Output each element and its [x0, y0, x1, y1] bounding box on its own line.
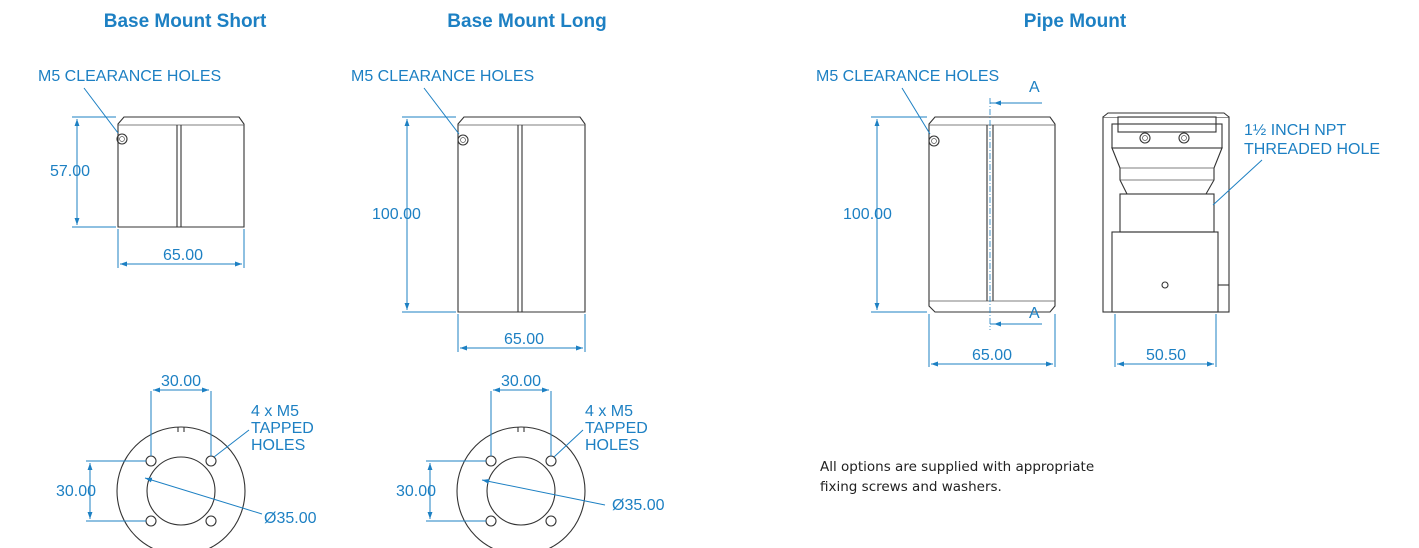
dim-text-short-spacing-h: 30.00: [161, 373, 201, 390]
leader-tapped-long: [553, 429, 584, 458]
section-label-bottom: A: [1029, 305, 1040, 322]
leader-clearance-short: [83, 87, 119, 134]
dim-text-pipe-height: 100.00: [843, 206, 892, 223]
dimension-long-hole-spacing-v: [426, 460, 486, 522]
label-tapped-holes-short-3: HOLES: [251, 437, 305, 454]
dim-text-long-height: 100.00: [372, 206, 421, 223]
dim-text-long-diameter: Ø35.00: [612, 497, 665, 514]
dimension-pipe-width: [928, 314, 1056, 367]
label-clearance-holes-long: M5 CLEARANCE HOLES: [351, 68, 534, 85]
label-tapped-holes-long-3: HOLES: [585, 437, 639, 454]
dimension-long-height: [402, 116, 456, 313]
dim-text-short-height: 57.00: [50, 163, 90, 180]
label-clearance-holes-pipe: M5 CLEARANCE HOLES: [816, 68, 999, 85]
title-base-mount-long: Base Mount Long: [447, 11, 606, 32]
dimension-long-width: [457, 314, 586, 352]
leader-tapped-short: [213, 429, 250, 458]
leader-diameter-short: [144, 477, 263, 515]
leader-npt: [1212, 159, 1263, 206]
label-tapped-holes-short-2: TAPPED: [251, 420, 314, 437]
note-line-2: fixing screws and washers.: [820, 479, 1002, 495]
dimension-pipe-side-width: [1114, 314, 1217, 367]
label-tapped-holes-short-1: 4 x M5: [251, 403, 299, 420]
leader-clearance-long: [423, 87, 460, 135]
dimension-short-hole-spacing-v: [86, 460, 146, 522]
dim-text-short-width: 65.00: [163, 247, 203, 264]
leader-diameter-long: [481, 478, 606, 506]
dimension-pipe-height: [871, 116, 927, 313]
title-pipe-mount: Pipe Mount: [1024, 11, 1127, 32]
base-short-bottom-view: [116, 426, 246, 548]
label-npt-line1: 1½ INCH NPT: [1244, 122, 1346, 139]
pipe-front-view: [928, 98, 1056, 330]
leader-clearance-pipe: [901, 87, 931, 135]
dim-text-short-spacing-v: 30.00: [56, 483, 96, 500]
label-clearance-holes-short: M5 CLEARANCE HOLES: [38, 68, 221, 85]
dimension-short-hole-spacing-h: [150, 387, 212, 456]
dim-text-long-width: 65.00: [504, 331, 544, 348]
dim-text-pipe-side-width: 50.50: [1146, 347, 1186, 364]
dim-text-short-diameter: Ø35.00: [264, 510, 317, 527]
title-base-mount-short: Base Mount Short: [104, 11, 267, 32]
dimension-short-height: [72, 116, 116, 228]
dim-text-long-spacing-h: 30.00: [501, 373, 541, 390]
pipe-side-view: [1102, 112, 1230, 313]
base-short-front-view: [116, 116, 245, 228]
label-npt-line2: THREADED HOLE: [1244, 141, 1380, 158]
dim-text-pipe-width: 65.00: [972, 347, 1012, 364]
base-long-front-view: [457, 116, 586, 313]
note-line-1: All options are supplied with appropriat…: [820, 459, 1094, 475]
dim-text-long-spacing-v: 30.00: [396, 483, 436, 500]
dimension-long-hole-spacing-h: [490, 387, 552, 456]
label-tapped-holes-long-2: TAPPED: [585, 420, 648, 437]
dimension-short-width: [117, 229, 245, 268]
label-tapped-holes-long-1: 4 x M5: [585, 403, 633, 420]
section-label-top: A: [1029, 79, 1040, 96]
